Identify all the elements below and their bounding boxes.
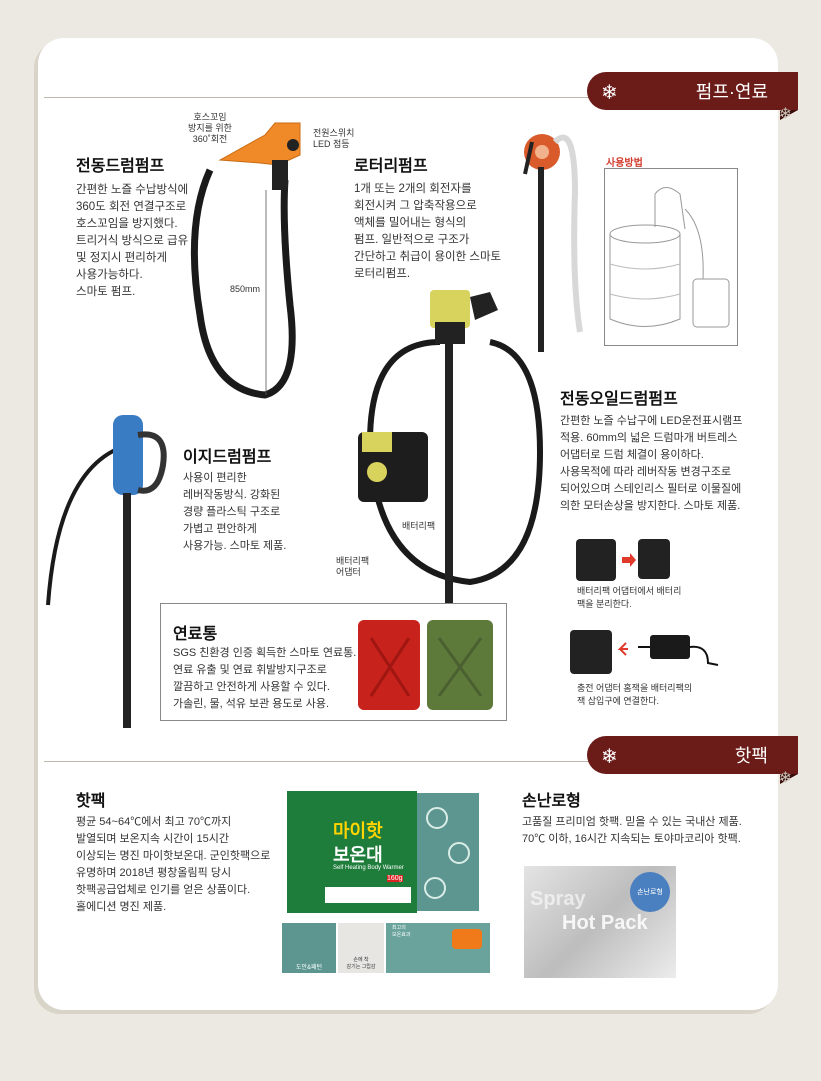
hotpack-back-image	[417, 793, 479, 911]
section-title: 펌프·연료	[695, 82, 768, 102]
hotpack-name: 보온대	[333, 845, 383, 865]
snowflake-icon: ❄	[778, 770, 792, 787]
hand-warmer-faint-text: Spray	[530, 888, 586, 910]
hotpack-package-image: 마이핫 보온대 Self Heating Body Warmer 160g	[287, 791, 417, 913]
section-divider	[44, 761, 594, 762]
fuel-can-title: 연료통	[173, 626, 218, 643]
usage-label: 사용방법	[606, 158, 643, 169]
electric-oil-pump-title: 전동오일드럼펌프	[560, 391, 678, 408]
snowflake-icon: ❄	[601, 746, 618, 768]
section-tab-pump-fuel: ❄ 펌프·연료 ❄	[587, 72, 798, 123]
drum-diagram	[609, 187, 730, 328]
thermometer-icon	[452, 929, 482, 949]
easy-drum-pump-image	[46, 415, 167, 728]
tab-fold	[780, 110, 798, 120]
hand-warmer-badge: 손난로형	[630, 872, 670, 912]
fuel-can-desc: SGS 친환경 인증 획득한 스마토 연료통.연료 유출 및 연료 휘발방지구조…	[173, 647, 357, 710]
fuel-can-image	[358, 620, 493, 710]
snowflake-icon: ❄	[778, 106, 792, 123]
usage-diagram-box	[604, 168, 738, 346]
length-label: 850mm	[230, 284, 261, 294]
section-tab-hotpack: ❄ 핫팩 ❄	[587, 736, 798, 787]
tab-fold	[780, 774, 798, 784]
hotpack-subtitle: Self Heating Body Warmer	[333, 865, 404, 871]
hotpack-weight: 160g	[387, 875, 403, 882]
hand-warmer-title: 손난로형	[522, 793, 581, 810]
hotpack-warning-strip	[325, 887, 411, 903]
hand-warmer-pack-text: Hot Pack	[562, 912, 648, 934]
snowflake-icon: ❄	[601, 82, 618, 104]
electric-oil-pump-image	[358, 290, 544, 612]
charger-connect-image	[570, 630, 719, 674]
section-title: 핫팩	[734, 746, 768, 766]
electric-drum-pump-title: 전동드럼펌프	[76, 158, 165, 175]
hand-warmer-desc: 고품질 프리미엄 핫팩. 믿을 수 있는 국내산 제품.70℃ 이하, 16시간…	[522, 816, 742, 845]
battery-detach-image	[576, 539, 670, 581]
rotary-pump-title: 로터리펌프	[354, 158, 428, 175]
hotpack-thumb-pattern: 도안&패턴	[282, 923, 336, 973]
section-divider	[44, 97, 594, 98]
rotary-pump-image	[523, 134, 583, 352]
easy-drum-pump-title: 이지드럼펌프	[183, 449, 272, 466]
battery-pack-label: 배터리팩	[402, 521, 436, 531]
electric-drum-pump-image	[190, 122, 301, 399]
hotpack-brand: 마이핫	[333, 821, 383, 841]
hand-warmer-image: Spray Hot Pack 손난로형	[524, 866, 676, 978]
hotpack-title: 핫팩	[76, 793, 106, 810]
